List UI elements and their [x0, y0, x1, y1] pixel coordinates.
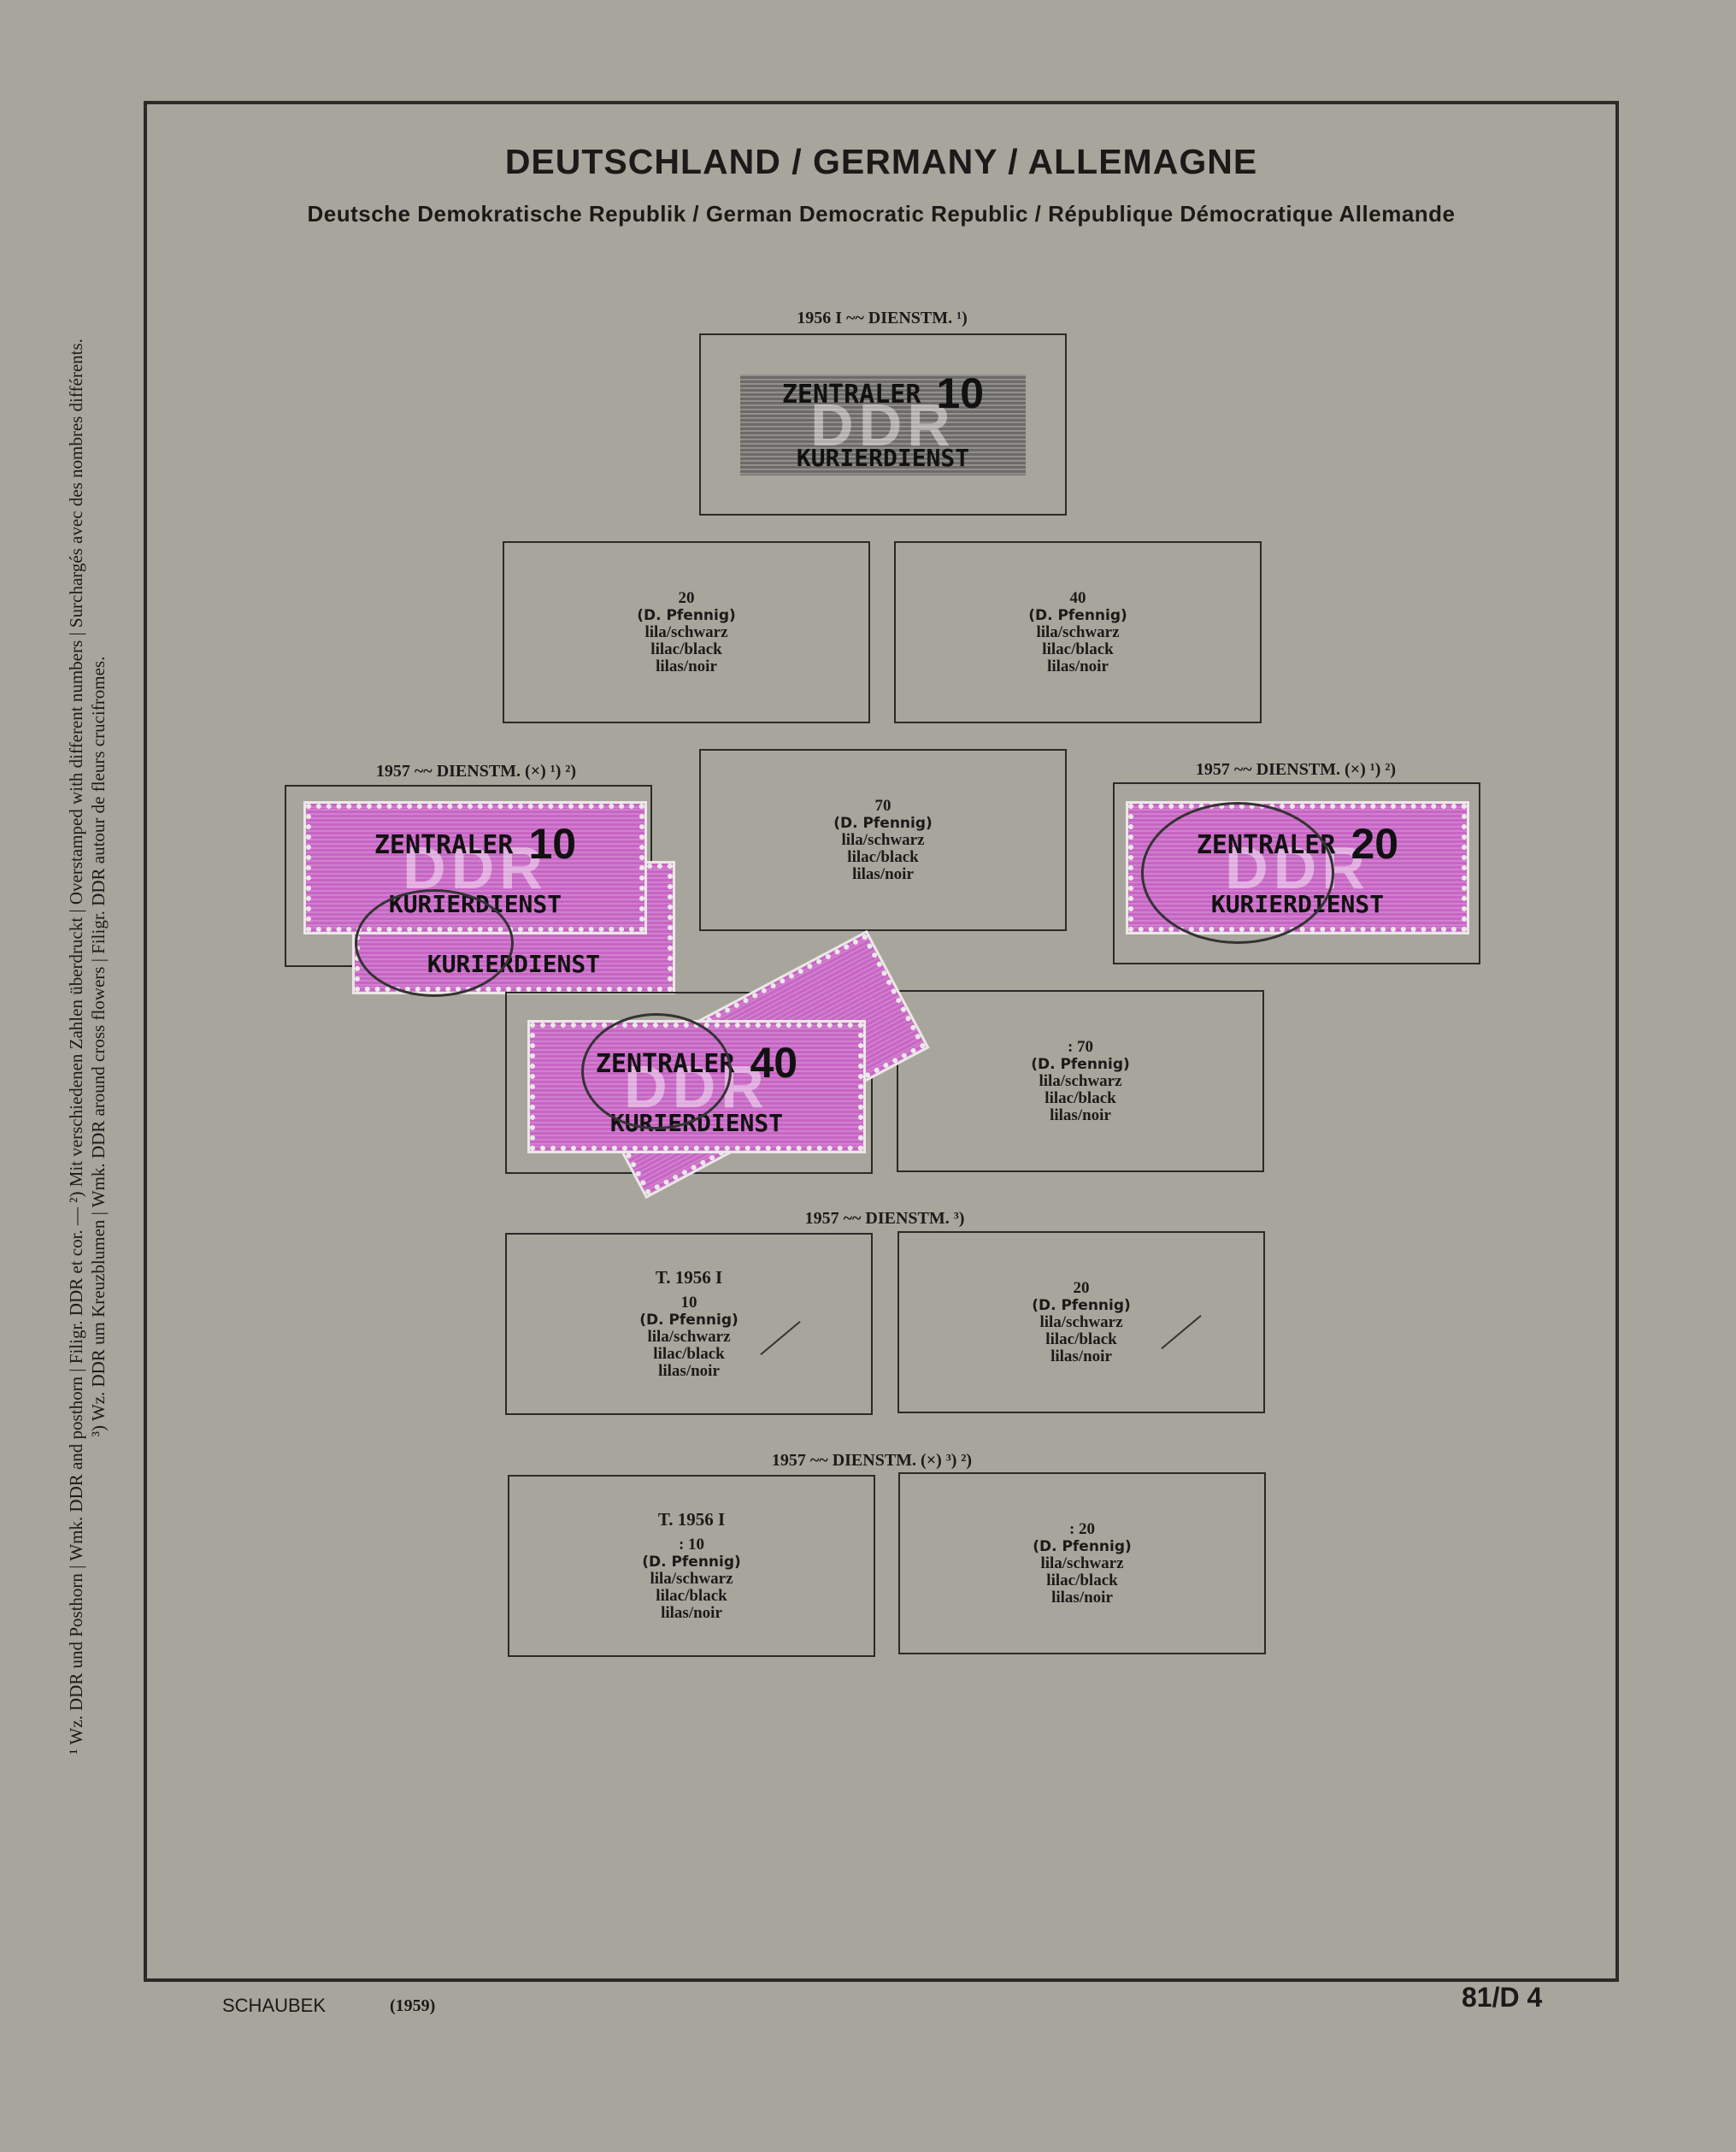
slot-unit: (D. Pfennig) — [1028, 606, 1127, 624]
side-footnote-line1: ¹ Wz. DDR und Posthorn | Wmk. DDR and po… — [66, 339, 86, 1754]
slot-color-de: lila/schwarz — [841, 830, 925, 849]
slot-color-en: lilac/black — [1045, 1330, 1117, 1348]
side-footnote-line2: ³) Wz. DDR um Kreuzblumen | Wmk. DDR aro… — [88, 656, 109, 1437]
stamp-slot-d20: : 20 (D. Pfennig) lila/schwarz lilac/bla… — [898, 1472, 1266, 1654]
slot-unit: (D. Pfennig) — [1031, 1055, 1130, 1073]
slot-color-fr: lilas/noir — [852, 864, 914, 883]
slot-unit: (D. Pfennig) — [833, 814, 933, 832]
postmark-cancel — [581, 1013, 732, 1129]
section-header-1957-c: 1957 ~~ DIENSTM. ³) — [804, 1209, 965, 1228]
page-subtitle: Deutsche Demokratische Republik / German… — [307, 201, 1456, 227]
slot-color-en: lilac/black — [1046, 1571, 1118, 1589]
slot-color-de: lila/schwarz — [1036, 622, 1120, 641]
slot-color-fr: lilas/noir — [1050, 1105, 1111, 1124]
side-footnote: ¹ Wz. DDR und Posthorn | Wmk. DDR and po… — [65, 183, 109, 1910]
stamp-slot-c10: T. 1956 I 10 (D. Pfennig) lila/schwarz l… — [505, 1233, 873, 1415]
stamp-gray-10[interactable]: DDR ZENTRALER 10 KURIERDIENST — [740, 368, 1026, 475]
slot-value: 10 — [680, 1293, 697, 1312]
footer-publisher: SCHAUBEK — [222, 1995, 327, 2016]
slot-color-fr: lilas/noir — [1050, 1347, 1112, 1365]
slot-color-en: lilac/black — [656, 1586, 727, 1605]
slot-unit: (D. Pfennig) — [1033, 1537, 1132, 1555]
check-tick — [760, 1320, 801, 1356]
page-title: DEUTSCHLAND / GERMANY / ALLEMAGNE — [504, 142, 1258, 181]
section-header-1956: 1956 I ~~ DIENSTM. ¹) — [797, 309, 968, 327]
slot-color-de: lila/schwarz — [647, 1327, 731, 1346]
slot-color-fr: lilas/noir — [661, 1603, 722, 1622]
footer-year: (1959) — [390, 1996, 436, 2015]
stamp-slot-70: 70 (D. Pfennig) lila/schwarz lilac/black… — [699, 749, 1067, 931]
slot-color-en: lilac/black — [650, 640, 722, 658]
stamp-slot-40: 40 (D. Pfennig) lila/schwarz lilac/black… — [894, 541, 1262, 723]
stamp-slot-1957-20 — [1113, 782, 1480, 964]
slot-color-en: lilac/black — [1045, 1088, 1116, 1107]
slot-color-en: lilac/black — [1042, 640, 1114, 658]
slot-value: 20 — [1073, 1278, 1090, 1297]
slot-color-fr: lilas/noir — [1047, 657, 1109, 675]
stamp-overprint-line1: ZENTRALER 10 — [374, 820, 577, 868]
section-header-1957-d: 1957 ~~ DIENSTM. (×) ³) ²) — [771, 1451, 973, 1470]
slot-value: : 10 — [678, 1535, 705, 1554]
stamp-slot-d10: T. 1956 I : 10 (D. Pfennig) lila/schwarz… — [508, 1475, 875, 1657]
slot-color-fr: lilas/noir — [658, 1361, 720, 1380]
stamp-overprint-line2: KURIERDIENST — [796, 443, 970, 472]
slot-type: T. 1956 I — [655, 1266, 723, 1288]
postmark-cancel — [1141, 802, 1334, 944]
section-header-1957-left: 1957 ~~ DIENSTM. (×) ¹) ²) — [375, 762, 577, 781]
stamp-overprint-line1: ZENTRALER 10 — [781, 368, 985, 417]
slot-value: : 20 — [1068, 1519, 1096, 1538]
slot-color-de: lila/schwarz — [644, 622, 728, 641]
slot-value: 40 — [1069, 588, 1086, 607]
slot-unit: (D. Pfennig) — [639, 1311, 739, 1329]
slot-color-fr: lilas/noir — [656, 657, 717, 675]
slot-unit: (D. Pfennig) — [1032, 1296, 1131, 1314]
stamp-slot-1957-40 — [505, 992, 873, 1174]
slot-color-fr: lilas/noir — [1051, 1588, 1113, 1607]
slot-type: T. 1956 I — [657, 1508, 726, 1530]
section-header-1957-right: 1957 ~~ DIENSTM. (×) ¹) ²) — [1195, 760, 1397, 779]
slot-unit: (D. Pfennig) — [642, 1553, 741, 1571]
page-number: 81/D 4 — [1462, 1982, 1543, 2013]
stamp-slot-70-surcharge: : 70 (D. Pfennig) lila/schwarz lilac/bla… — [897, 990, 1264, 1172]
slot-color-de: lila/schwarz — [1040, 1554, 1124, 1572]
slot-color-en: lilac/black — [653, 1344, 725, 1363]
check-tick — [1161, 1314, 1202, 1350]
slot-value: 70 — [874, 796, 892, 815]
stamp-slot-c20: 20 (D. Pfennig) lila/schwarz lilac/black… — [897, 1231, 1265, 1413]
slot-unit: (D. Pfennig) — [637, 606, 736, 624]
stamp-bg-text: DDR — [810, 391, 956, 458]
stamp-slot-20: 20 (D. Pfennig) lila/schwarz lilac/black… — [503, 541, 870, 723]
album-frame — [144, 101, 1619, 1982]
slot-color-en: lilac/black — [847, 847, 919, 866]
postmark-cancel — [355, 889, 514, 997]
slot-color-de: lila/schwarz — [1039, 1312, 1123, 1331]
slot-color-de: lila/schwarz — [1039, 1071, 1122, 1090]
slot-value: 20 — [678, 588, 695, 607]
slot-value: : 70 — [1067, 1037, 1094, 1056]
slot-color-de: lila/schwarz — [650, 1569, 733, 1588]
stamp-slot-1956: DDR ZENTRALER 10 KURIERDIENST — [699, 333, 1067, 516]
